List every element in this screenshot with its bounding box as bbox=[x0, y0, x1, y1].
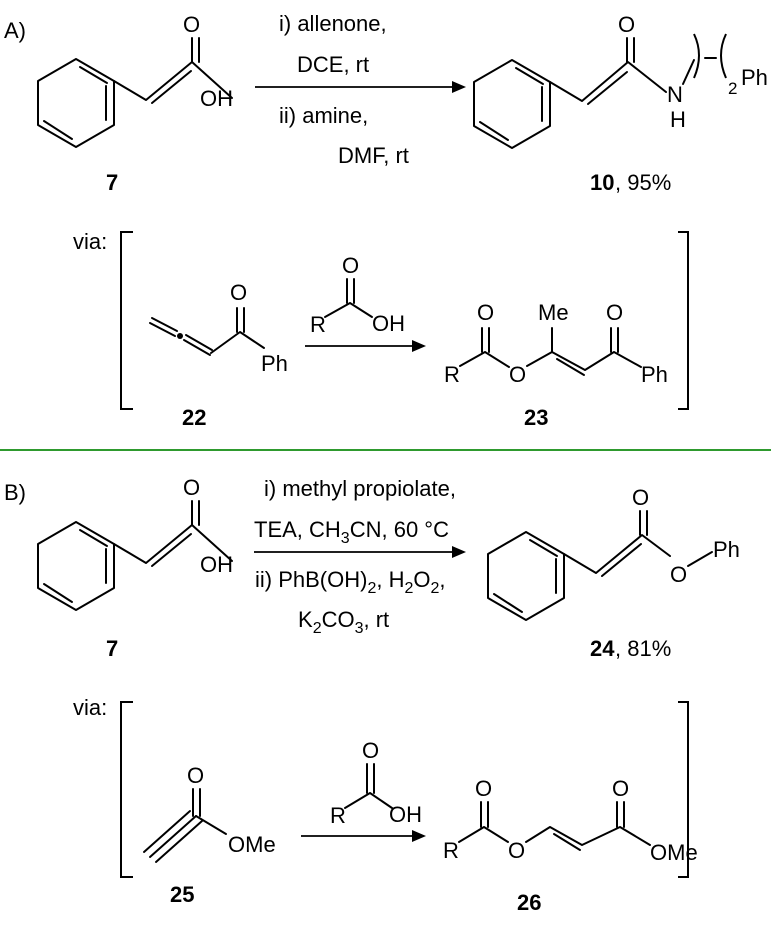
carbonyl-oxygen-label-b: O bbox=[183, 475, 200, 500]
compound-10-label: 10 bbox=[590, 170, 614, 195]
vinyl-ester-bridge-oxygen-label: O bbox=[508, 838, 525, 863]
product-phenyl-label: Ph bbox=[713, 537, 740, 562]
compound-7-label: 7 bbox=[106, 170, 118, 195]
amide-hydrogen-label: H bbox=[670, 107, 686, 132]
panel-b: B) O OH 7 i) methyl propiolate, TEA, CH3… bbox=[4, 475, 740, 915]
left-bracket-b bbox=[120, 701, 133, 878]
cond-b-step1-line2: TEA, CH3CN, 60 °C bbox=[254, 517, 449, 547]
via-a-label: via: bbox=[73, 229, 107, 254]
acid-r-label-a: R bbox=[310, 312, 326, 337]
hydroxyl-label-b: OH bbox=[200, 552, 233, 577]
allenone-phenyl-label: Ph bbox=[261, 351, 288, 376]
ester-bridge-oxygen-label: O bbox=[509, 362, 526, 387]
enol-ester-structure: R O O Me O Ph bbox=[444, 300, 668, 387]
reaction-arrow-a bbox=[255, 81, 466, 93]
propiolate-methoxy-label: OMe bbox=[228, 832, 276, 857]
acid-hydroxyl-label-b: OH bbox=[389, 802, 422, 827]
cond-a-step1-line2: DCE, rt bbox=[297, 52, 369, 77]
amide-product-structure: O N H 2 Ph bbox=[473, 12, 768, 149]
reaction-arrow-via-b bbox=[301, 830, 426, 842]
compound-22-label: 22 bbox=[182, 405, 206, 430]
reaction-arrow-via-a bbox=[305, 340, 426, 352]
cond-b-step2-line2: K2CO3, rt bbox=[298, 607, 389, 637]
allenone-structure: O Ph bbox=[149, 280, 288, 376]
compound-26-label: 26 bbox=[517, 890, 541, 915]
phenyl-ester-product-structure: O O Ph bbox=[487, 485, 740, 621]
left-bracket-a bbox=[120, 231, 133, 410]
compound-10-yield: , 95% bbox=[615, 170, 671, 195]
compound-23-label: 23 bbox=[524, 405, 548, 430]
phenyl-label: Ph bbox=[741, 65, 768, 90]
vinyl-ester-r-label: R bbox=[443, 838, 459, 863]
panel-b-label: B) bbox=[4, 480, 26, 505]
cinnamic-acid-structure-a: O OH bbox=[37, 12, 233, 148]
right-bracket-b bbox=[678, 701, 689, 878]
ester-oxygen-label: O bbox=[477, 300, 494, 325]
carbonyl-oxygen-label: O bbox=[183, 12, 200, 37]
panel-a: A) O OH 7 i) allenone, DCE, rt ii) amine… bbox=[4, 11, 768, 430]
carboxylic-acid-reagent-a: R O OH bbox=[310, 253, 405, 337]
right-bracket-a bbox=[678, 231, 689, 410]
amide-nitrogen-label: N bbox=[667, 82, 683, 107]
acid-hydroxyl-label-a: OH bbox=[372, 311, 405, 336]
acrylate-oxygen-label: O bbox=[612, 776, 629, 801]
chain-subscript-label: 2 bbox=[728, 79, 737, 98]
panel-a-label: A) bbox=[4, 18, 26, 43]
compound-24-yield: , 81% bbox=[615, 636, 671, 661]
product-carbonyl-oxygen-label: O bbox=[632, 485, 649, 510]
acrylate-methoxy-label: OMe bbox=[650, 840, 698, 865]
compound-7-label-b: 7 bbox=[106, 636, 118, 661]
cond-b-step2-line1: ii) PhB(OH)2, H2O2, bbox=[255, 567, 446, 597]
vinyl-ester-oxygen-label: O bbox=[475, 776, 492, 801]
acid-oxygen-label-a: O bbox=[342, 253, 359, 278]
compound-24-label: 24 bbox=[590, 636, 615, 661]
allenone-oxygen-label: O bbox=[230, 280, 247, 305]
carboxylic-acid-reagent-b: R O OH bbox=[330, 738, 422, 828]
compound-25-label: 25 bbox=[170, 882, 194, 907]
hydroxyl-label: OH bbox=[200, 86, 233, 111]
ketone-oxygen-label: O bbox=[606, 300, 623, 325]
acid-oxygen-label-b: O bbox=[362, 738, 379, 763]
reaction-arrow-b bbox=[254, 546, 466, 558]
methyl-propiolate-structure: O OMe bbox=[143, 763, 276, 863]
amide-carbonyl-oxygen-label: O bbox=[618, 12, 635, 37]
cond-a-step1-line1: i) allenone, bbox=[279, 11, 387, 36]
vinyl-ester-structure: R O O O OMe bbox=[443, 776, 698, 865]
propiolate-oxygen-label: O bbox=[187, 763, 204, 788]
via-b-label: via: bbox=[73, 695, 107, 720]
acid-r-label-b: R bbox=[330, 803, 346, 828]
ketone-phenyl-label: Ph bbox=[641, 362, 668, 387]
ester-r-label: R bbox=[444, 362, 460, 387]
product-ester-oxygen-label: O bbox=[670, 562, 687, 587]
cond-a-step2-line1: ii) amine, bbox=[279, 103, 368, 128]
cond-b-step1-line1: i) methyl propiolate, bbox=[264, 476, 456, 501]
methyl-label: Me bbox=[538, 300, 569, 325]
cond-a-step2-line2: DMF, rt bbox=[338, 143, 409, 168]
cinnamic-acid-structure-b: O OH bbox=[37, 475, 233, 611]
